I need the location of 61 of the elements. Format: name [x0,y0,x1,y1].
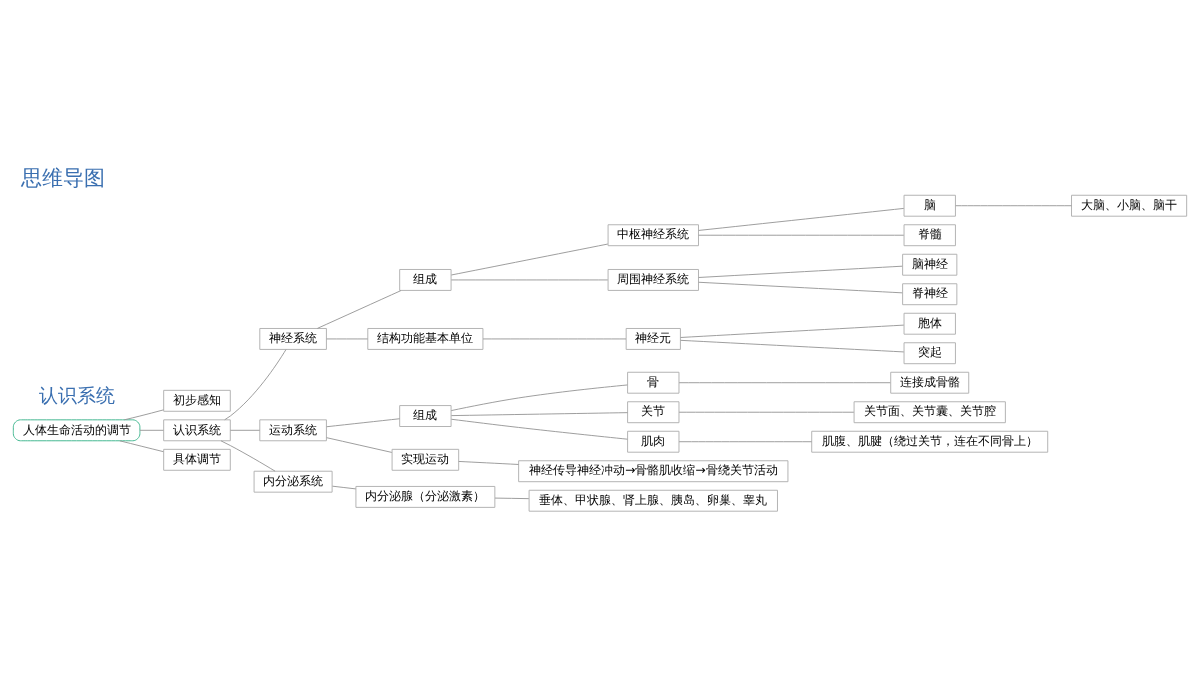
node-box: 突起 [903,341,956,364]
node-box: 连接成骨骼 [890,371,970,394]
node-box: 中枢神经系统 [607,223,699,246]
connector [494,497,530,499]
connector [678,440,813,442]
connector [698,265,903,278]
connector [326,417,401,427]
node-box: 结构功能基本单位 [367,327,484,350]
node-box: 组成 [399,404,452,427]
node-box: 神经元 [625,327,681,350]
node-box: 具体调节 [163,448,231,471]
connector [698,207,905,231]
connector [680,339,905,352]
node-box: 脑神经 [902,253,958,276]
connector [119,439,164,452]
label: 认识系统 [38,383,115,406]
node-box: 垂体、甲状腺、肾上腺、胰岛、卵巢、睾丸 [528,489,778,512]
node-box: 骨 [627,371,680,394]
node-box: 脊髓 [903,223,956,246]
node-box: 胞体 [903,312,956,335]
node-box: 关节 [627,400,680,423]
connector [326,436,393,453]
node-box: 关节面、关节囊、关节腔 [853,400,1006,423]
connector [229,429,261,431]
node-box: 认识系统 [163,418,231,441]
node-box: 内分泌系统 [253,470,333,493]
connector [698,234,905,236]
node-box: 神经系统 [259,327,327,350]
node-box: 大脑、小脑、脑干 [1071,194,1188,217]
connector [678,381,891,383]
connector [123,408,164,420]
connector [955,204,1072,206]
connector [139,429,164,431]
connector [458,460,520,465]
node-box: 内分泌腺（分泌激素） [355,485,496,508]
node-box: 肌肉 [627,430,680,453]
connector [220,439,276,472]
connector [450,418,628,440]
node-box: 实现运动 [391,448,460,471]
diagram-title: 思维导图 [20,165,105,190]
node-box: 脊神经 [902,282,958,305]
connector [450,278,609,280]
connector [316,289,402,329]
connector [450,243,609,275]
node-box: 脑 [903,194,956,217]
node-box: 周围神经系统 [607,268,699,291]
connector [326,337,369,339]
connector [678,411,855,413]
connector [450,411,628,416]
connector [482,337,627,339]
connector [698,281,903,293]
connector [332,485,357,489]
node-box: 组成 [399,268,452,291]
node-box: 人体生命活动的调节 [12,418,141,441]
node-box: 运动系统 [259,418,327,441]
connector [450,384,628,411]
node-box: 神经传导神经冲动→骨骼肌收缩→骨绕关节活动 [518,459,789,482]
node-box: 肌腹、肌腱（绕过关节，连在不同骨上） [811,430,1049,453]
connector [680,324,905,338]
connector [224,348,287,420]
node-box: 初步感知 [163,389,231,412]
